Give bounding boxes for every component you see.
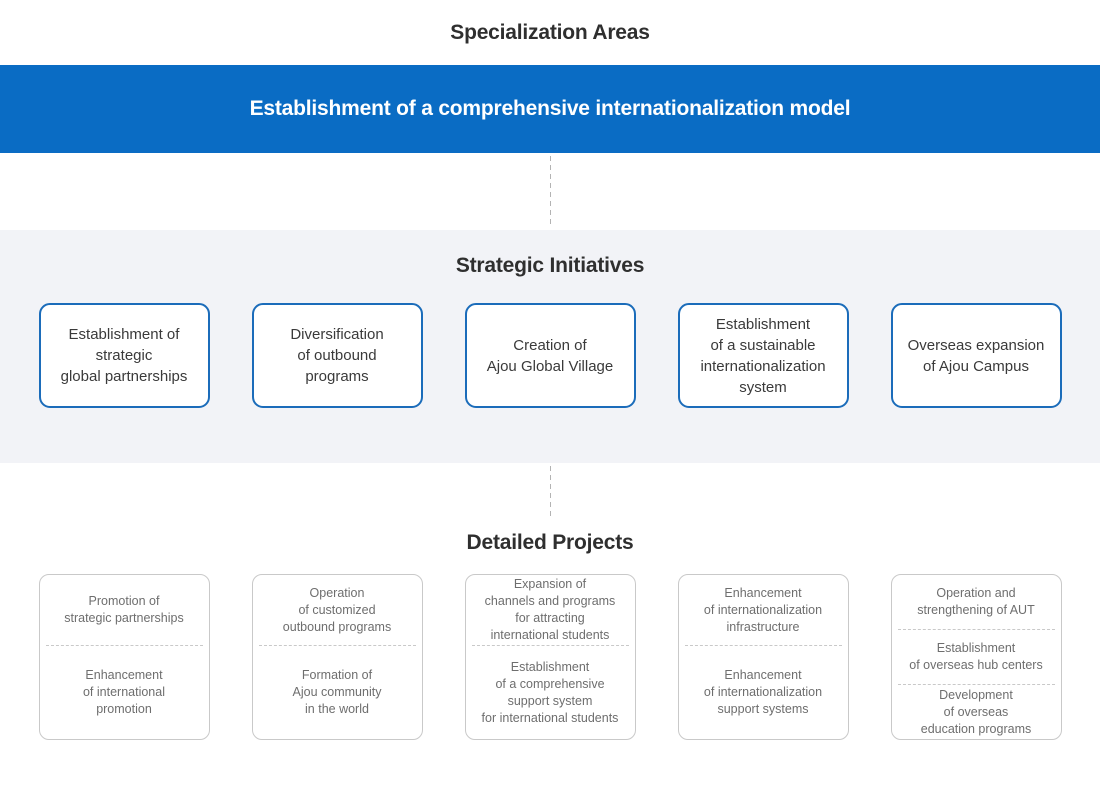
detailed-projects-heading: Detailed Projects [466,531,634,554]
strategic-box-2: Diversification of outbound programs [251,303,423,408]
strategic-box-label: Establishment of strategic global partne… [60,326,188,385]
detailed-project: Operation of customized outbound program… [259,575,416,645]
detailed-project-label: Enhancement of internationalization supp… [703,668,823,717]
strategic-boxes-row: Establishment of strategic global partne… [0,303,1100,408]
detailed-project: Enhancement of international promotion [45,645,203,739]
detailed-project-label: Enhancement of internationalization infr… [703,585,823,634]
detailed-project: Enhancement of internationalization infr… [685,575,842,645]
strategic-initiatives-section: Strategic Initiatives Establishment of s… [0,230,1100,463]
strategic-box-5: Overseas expansion of Ajou Campus [890,303,1062,408]
detailed-project: Enhancement of internationalization supp… [684,645,842,739]
detailed-project-label: Operation of customized outbound program… [282,585,392,634]
strategic-box-label: Creation of Ajou Global Village [486,336,614,375]
detailed-project: Expansion of channels and programs for a… [472,575,629,645]
strategic-box-label: Diversification of outbound programs [290,326,384,385]
connector-line-top [549,156,551,227]
detailed-project: Operation and strengthening of AUT [898,575,1055,629]
connector-line-bottom [549,466,551,517]
strategic-box-1: Establishment of strategic global partne… [38,303,210,408]
detailed-project: Establishment of a comprehensive support… [471,645,629,739]
page-title: Specialization Areas [450,20,650,44]
detailed-box-5: Operation and strengthening of AUT Establ… [890,574,1062,740]
detailed-project-label: Promotion of strategic partnerships [64,594,184,626]
strategic-initiatives-heading: Strategic Initiatives [455,254,645,277]
detailed-project-label: Development of overseas education progra… [920,687,1032,736]
detailed-project: Establishment of overseas hub centers [897,629,1055,684]
detailed-project-label: Establishment of overseas hub centers [909,641,1043,672]
detailed-project-label: Formation of Ajou community in the world [292,668,382,717]
strategic-box-label: Overseas expansion of Ajou Campus [907,336,1045,375]
detailed-project-label: Operation and strengthening of AUT [917,586,1035,617]
detailed-project-label: Expansion of channels and programs for a… [484,577,616,643]
strategic-box-3: Creation of Ajou Global Village [464,303,636,408]
specialization-banner: Establishment of a comprehensive interna… [0,65,1100,153]
strategic-box-label: Establishment of a sustainable internati… [700,315,826,396]
detailed-box-2: Operation of customized outbound program… [251,574,423,740]
internationalization-diagram: Specialization Areas Establishment of a … [0,20,1100,740]
detailed-box-4: Enhancement of internationalization infr… [677,574,849,740]
detailed-box-3: Expansion of channels and programs for a… [464,574,636,740]
detailed-project: Formation of Ajou community in the world [258,645,416,739]
strategic-box-4: Establishment of a sustainable internati… [677,303,849,408]
banner-label: Establishment of a comprehensive interna… [249,97,851,120]
detailed-project-label: Establishment of a comprehensive support… [481,659,619,725]
detailed-project: Promotion of strategic partnerships [46,575,203,645]
detailed-project-label: Enhancement of international promotion [82,668,165,717]
detailed-project: Development of overseas education progra… [897,684,1055,739]
